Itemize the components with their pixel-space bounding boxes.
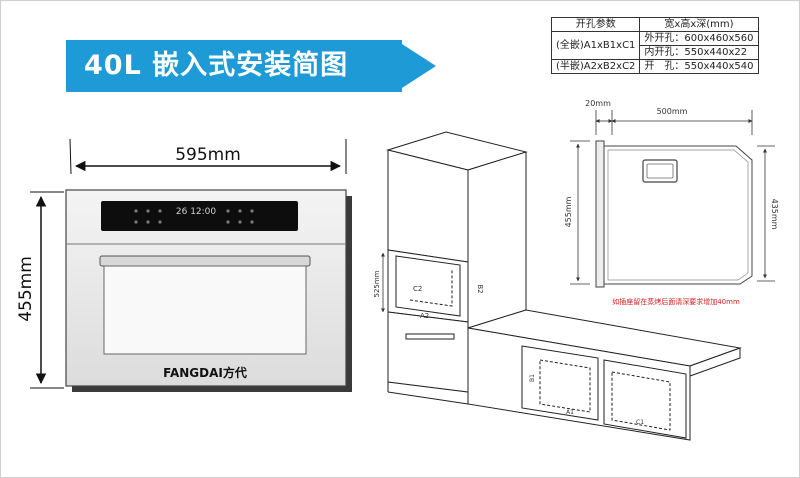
dim-a1-label: A1 bbox=[566, 409, 574, 416]
width-ext-left bbox=[69, 138, 72, 175]
compartment-half bbox=[603, 359, 687, 439]
width-label: 595mm bbox=[175, 145, 241, 165]
brand-logo: FANGDAI方代 bbox=[163, 365, 247, 380]
side-body bbox=[603, 145, 753, 285]
dim-b1-label: B1 bbox=[529, 374, 536, 382]
plinth-line bbox=[387, 391, 469, 405]
side-view: 20mm 500mm 455mm 435mm 如插座留在蒸烤后面请深要求增加40… bbox=[564, 99, 779, 306]
height-label: 455mm bbox=[16, 256, 36, 322]
spec-full-label: (全嵌)A1xB1xC1 bbox=[550, 31, 641, 60]
cabinet-dimensions: 525mm B2 C2 A2 B1 A1 C1 bbox=[373, 252, 644, 426]
dim-a2-label: A2 bbox=[420, 312, 429, 320]
compartment-half-dashed bbox=[611, 371, 671, 431]
title-banner-arrow bbox=[402, 44, 436, 88]
spec-half-label: (半嵌)A2xB2xC2 bbox=[550, 59, 641, 74]
title-banner: 40L 嵌入式安装简图 bbox=[66, 40, 402, 92]
dim-c2-label: C2 bbox=[413, 285, 422, 293]
control-buttons-right bbox=[226, 209, 254, 224]
depth-label: 500mm bbox=[657, 107, 688, 116]
lower-run-front bbox=[467, 327, 691, 441]
side-height-left-label: 455mm bbox=[564, 196, 573, 227]
side-body-inner bbox=[607, 149, 749, 281]
niche-inner bbox=[395, 255, 461, 317]
oven-door-handle bbox=[99, 255, 311, 267]
dim-525-label: 525mm bbox=[373, 270, 381, 297]
spec-table: 开孔参数 宽x高x深(mm) (全嵌)A1xB1xC1 外开孔：600x460x… bbox=[550, 17, 759, 74]
oven-front-view: 595mm 455mm 26 12:00 FANGDAI方代 bbox=[16, 138, 352, 392]
side-vent-inner bbox=[646, 163, 674, 179]
control-buttons-left bbox=[134, 209, 162, 224]
oven-display: 26 12:00 bbox=[176, 207, 217, 217]
oven-door-window bbox=[103, 265, 307, 355]
side-vent bbox=[642, 159, 678, 183]
socket-note: 如插座留在蒸烤后面请深要求增加40mm bbox=[612, 297, 740, 306]
oven-control-panel bbox=[101, 201, 298, 231]
dim-b2-label: B2 bbox=[476, 284, 484, 293]
tall-cabinet-upper-front bbox=[387, 149, 469, 263]
compartment-full bbox=[521, 345, 599, 421]
drawer-handle bbox=[405, 333, 455, 340]
gap-label: 20mm bbox=[585, 99, 611, 108]
dim-c1-label: C1 bbox=[636, 419, 644, 426]
cabinet-iso-view bbox=[386, 131, 742, 441]
lower-cabinet-front bbox=[387, 311, 469, 393]
side-height-right-label: 435mm bbox=[770, 199, 779, 230]
niche-dashed bbox=[409, 270, 453, 307]
tall-cabinet-side bbox=[467, 151, 527, 329]
spec-half-value: 开 孔：550x440x540 bbox=[639, 59, 759, 74]
side-front-panel bbox=[595, 140, 605, 288]
